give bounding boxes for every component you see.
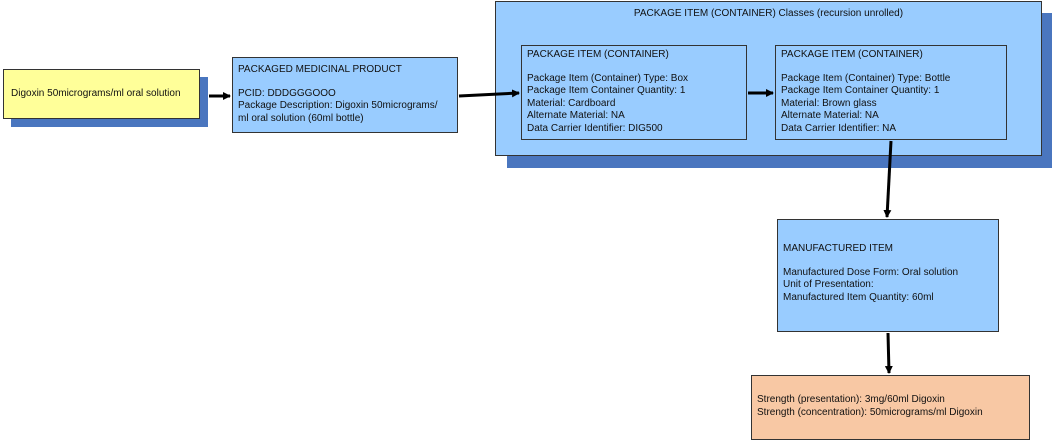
pmp-title: PACKAGED MEDICINAL PRODUCT <box>238 64 402 75</box>
item1-title: PACKAGE ITEM (CONTAINER) <box>527 49 669 60</box>
item1-data-carrier: Data Carrier Identifier: DIG500 <box>527 122 663 134</box>
item2-alternate-material: Alternate Material: NA <box>781 110 879 121</box>
pmp-pcid: PCID: DDDGGGOOO <box>238 87 336 99</box>
manufactured-item-box: MANUFACTURED ITEM Manufactured Dose Form… <box>777 219 999 332</box>
item2-data-carrier: Data Carrier Identifier: NA <box>781 122 897 134</box>
item1-quantity: Package Item Container Quantity: 1 <box>527 85 686 96</box>
container-group-title: PACKAGE ITEM (CONTAINER) Classes (recurs… <box>633 8 904 19</box>
item2-title: PACKAGE ITEM (CONTAINER) <box>781 49 923 60</box>
item1-type: Package Item (Container) Type: Box <box>527 72 689 84</box>
item1-material: Material: Cardboard <box>527 97 616 109</box>
strength-concentration: Strength (concentration): 50micrograms/m… <box>757 406 983 418</box>
strength-box: Strength (presentation): 3mg/60ml Digoxi… <box>751 375 1030 440</box>
item2-quantity: Package Item Container Quantity: 1 <box>781 85 940 96</box>
manufactured-dose-form: Manufactured Dose Form: Oral solution <box>783 266 959 278</box>
manufactured-unit: Unit of Presentation: <box>783 279 874 290</box>
arrow-manufactured-to-strength <box>884 332 893 374</box>
source-product-label: Digoxin 50micrograms/ml oral solution <box>11 88 181 99</box>
strength-presentation: Strength (presentation): 3mg/60ml Digoxi… <box>757 394 945 405</box>
arrow-pmp-to-item1 <box>458 89 520 98</box>
manufactured-quantity: Manufactured Item Quantity: 60ml <box>783 291 934 303</box>
item2-type: Package Item (Container) Type: Bottle <box>781 72 951 84</box>
pmp-description-line-1: Package Description: Digoxin 50microgram… <box>238 100 438 111</box>
arrow-item2-to-manufactured <box>883 140 893 218</box>
item2-material: Material: Brown glass <box>781 97 877 109</box>
package-item-box-1: PACKAGE ITEM (CONTAINER) Package Item (C… <box>521 45 747 140</box>
package-item-box-2: PACKAGE ITEM (CONTAINER) Package Item (C… <box>775 45 1007 140</box>
item1-alternate-material: Alternate Material: NA <box>527 110 625 121</box>
packaged-medicinal-product-box: PACKAGED MEDICINAL PRODUCT PCID: DDDGGGO… <box>232 57 458 133</box>
pmp-description-line-2: ml oral solution (60ml bottle) <box>238 112 364 124</box>
source-product-box: Digoxin 50micrograms/ml oral solution <box>3 69 200 119</box>
manufactured-title: MANUFACTURED ITEM <box>783 243 893 254</box>
